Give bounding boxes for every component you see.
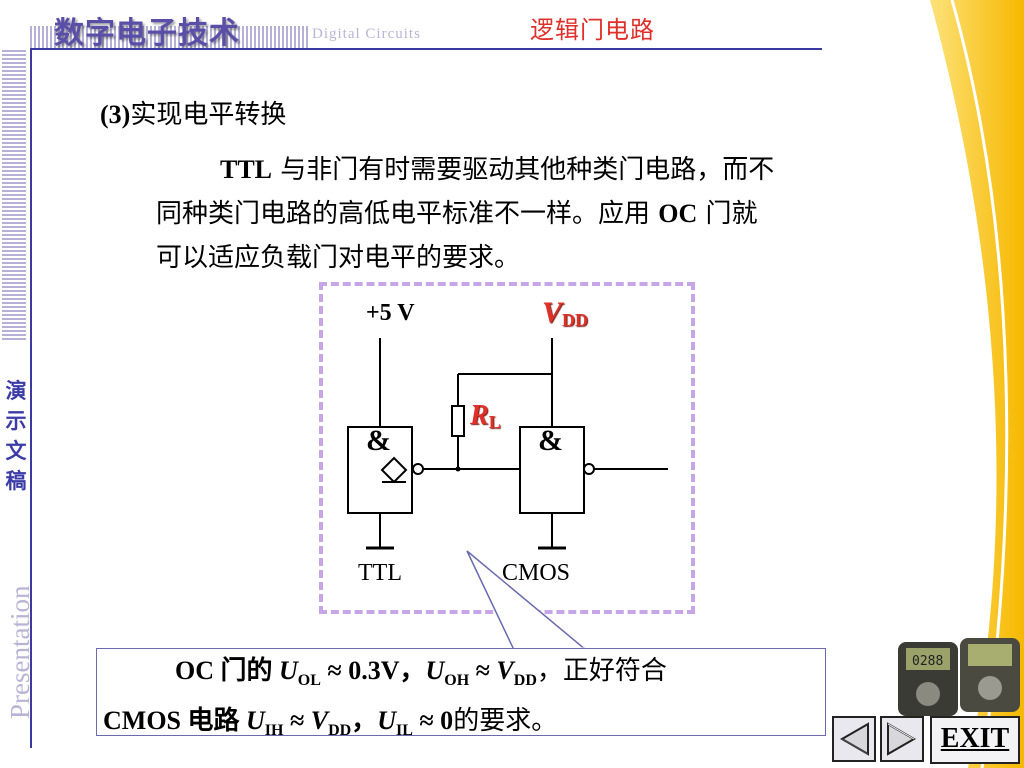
- ttl-gate-symbol: &: [366, 424, 391, 457]
- cmos-gate-body: [519, 426, 585, 514]
- cmos-label: CMOS: [502, 560, 571, 586]
- text-run: OC: [658, 199, 698, 228]
- oc-diamond-icon: [380, 456, 408, 484]
- exit-button[interactable]: EXIT: [930, 716, 1020, 764]
- ttl-label: TTL: [358, 560, 402, 586]
- topic-title: 逻辑门电路: [530, 16, 655, 44]
- sidebar-chinese-label: 演 示 文 稿: [3, 376, 29, 496]
- note-symbol: U: [279, 656, 298, 685]
- note-run: ≈: [283, 706, 311, 736]
- text-run: 与非门有时需要驱动其他种类门电路，而不: [272, 155, 775, 185]
- paragraph-line: 可以适应负载门对电平的要求。: [156, 236, 956, 280]
- cmos-gate-symbol: &: [538, 424, 563, 457]
- note-line-1: OC 门的 UOL ≈ 0.3V，UOH ≈ VDD，正好符合: [103, 651, 823, 701]
- text-run: TTL: [220, 155, 273, 184]
- heading-number: (3): [100, 100, 131, 129]
- vdd-subscript: DD: [562, 310, 589, 330]
- ttl-gate-body: [347, 426, 413, 514]
- prev-button[interactable]: [832, 716, 876, 762]
- note-run: ，正好符合: [536, 656, 667, 685]
- multimeter-decoration: 0288: [898, 638, 1020, 716]
- note-symbol: V: [496, 656, 514, 685]
- note-run: ≈ 0: [412, 706, 454, 736]
- paragraph-line: TTL 与非门有时需要驱动其他种类门电路，而不: [156, 148, 956, 192]
- text-run: 门就: [697, 199, 758, 229]
- resistor-subscript: L: [488, 412, 501, 432]
- note-line-2: CMOS 电路 UIH ≈ VDD，UIL ≈ 0的要求。: [103, 701, 823, 751]
- note-run: ，: [351, 706, 378, 736]
- sidebar-char: 演: [5, 379, 27, 403]
- text-run: 可以适应负载门对电平的要求。: [156, 243, 521, 273]
- note-subscript: IH: [264, 722, 284, 740]
- body-paragraph: TTL 与非门有时需要驱动其他种类门电路，而不 同种类门电路的高低电平标准不一样…: [156, 148, 956, 280]
- note-subscript: DD: [513, 672, 537, 690]
- ttl-supply-label: +5 V: [366, 300, 415, 326]
- note-run: OC 门的: [175, 656, 280, 685]
- course-subtitle: Digital Circuits: [312, 26, 421, 42]
- note-run: 的要求。: [453, 706, 558, 736]
- svg-text:0288: 0288: [912, 654, 943, 669]
- paragraph-line: 同种类门电路的高低电平标准不一样。应用 OC 门就: [156, 192, 956, 236]
- note-subscript: OH: [444, 672, 470, 690]
- resistor-label: RL: [470, 400, 501, 433]
- note-subscript: IL: [396, 722, 413, 740]
- note-run: ≈ 0.3V，: [320, 656, 426, 685]
- header-rule-tail: [746, 48, 822, 50]
- sidebar-stripes: [2, 50, 26, 340]
- note-run: ≈: [469, 656, 497, 685]
- note-subscript: OL: [297, 672, 321, 690]
- note-symbol: U: [377, 706, 396, 736]
- note-subscript: DD: [328, 722, 352, 740]
- heading-text: 实现电平转换: [130, 100, 287, 130]
- sidebar-char: 示: [5, 409, 27, 433]
- note-symbol: U: [246, 706, 265, 736]
- sidebar-char: 稿: [5, 469, 27, 493]
- next-button[interactable]: [880, 716, 924, 762]
- note-symbol: U: [425, 656, 445, 685]
- course-title: 数字电子技术: [54, 16, 240, 51]
- header-rule: [30, 48, 746, 50]
- prev-triangle-icon: [839, 722, 869, 756]
- vdd-symbol: V: [542, 296, 563, 329]
- header-stripes: [30, 26, 310, 48]
- vdd-label: VDD: [542, 296, 588, 331]
- section-heading: (3)实现电平转换: [100, 94, 286, 131]
- resistor-symbol: R: [470, 400, 489, 431]
- note-run: CMOS 电路: [103, 706, 247, 736]
- text-run: 同种类门电路的高低电平标准不一样。应用: [156, 199, 659, 229]
- sidebar-char: 文: [5, 439, 27, 463]
- next-triangle-icon: [887, 722, 917, 756]
- note-symbol: V: [310, 706, 329, 736]
- note-text: OC 门的 UOL ≈ 0.3V，UOH ≈ VDD，正好符合 CMOS 电路 …: [103, 651, 823, 751]
- sidebar-rule: [30, 48, 32, 748]
- junction-dot: [455, 466, 461, 472]
- note-callout: OC 门的 UOL ≈ 0.3V，UOH ≈ VDD，正好符合 CMOS 电路 …: [96, 648, 826, 739]
